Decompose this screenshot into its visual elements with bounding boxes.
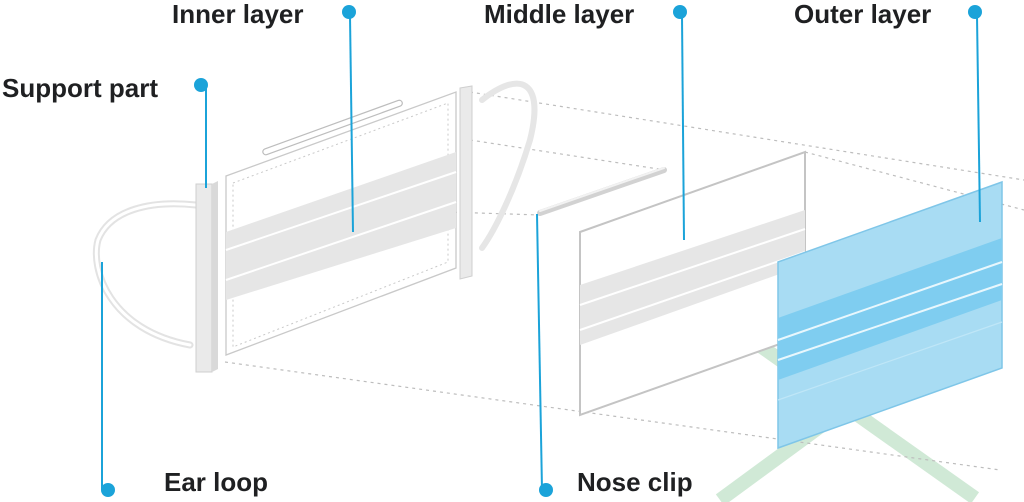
ear-loop-right — [479, 80, 538, 251]
outer-layer-panel — [777, 180, 1003, 450]
middle-layer-panel — [579, 150, 806, 417]
label-nose-clip: Nose clip — [577, 467, 693, 497]
label-support-part: Support part — [2, 73, 158, 103]
ear-loop-left — [92, 200, 200, 349]
map-pin-icon — [101, 5, 982, 497]
label-middle-layer: Middle layer — [484, 0, 634, 29]
nose-clip-bar — [537, 167, 667, 216]
support-part-left — [195, 181, 218, 373]
label-outer-layer: Outer layer — [794, 0, 931, 29]
leader-lines — [101, 15, 981, 491]
support-part-right — [459, 85, 473, 280]
inner-layer-panel — [225, 91, 457, 356]
label-inner-layer: Inner layer — [172, 0, 304, 29]
label-ear-loop: Ear loop — [164, 467, 268, 497]
